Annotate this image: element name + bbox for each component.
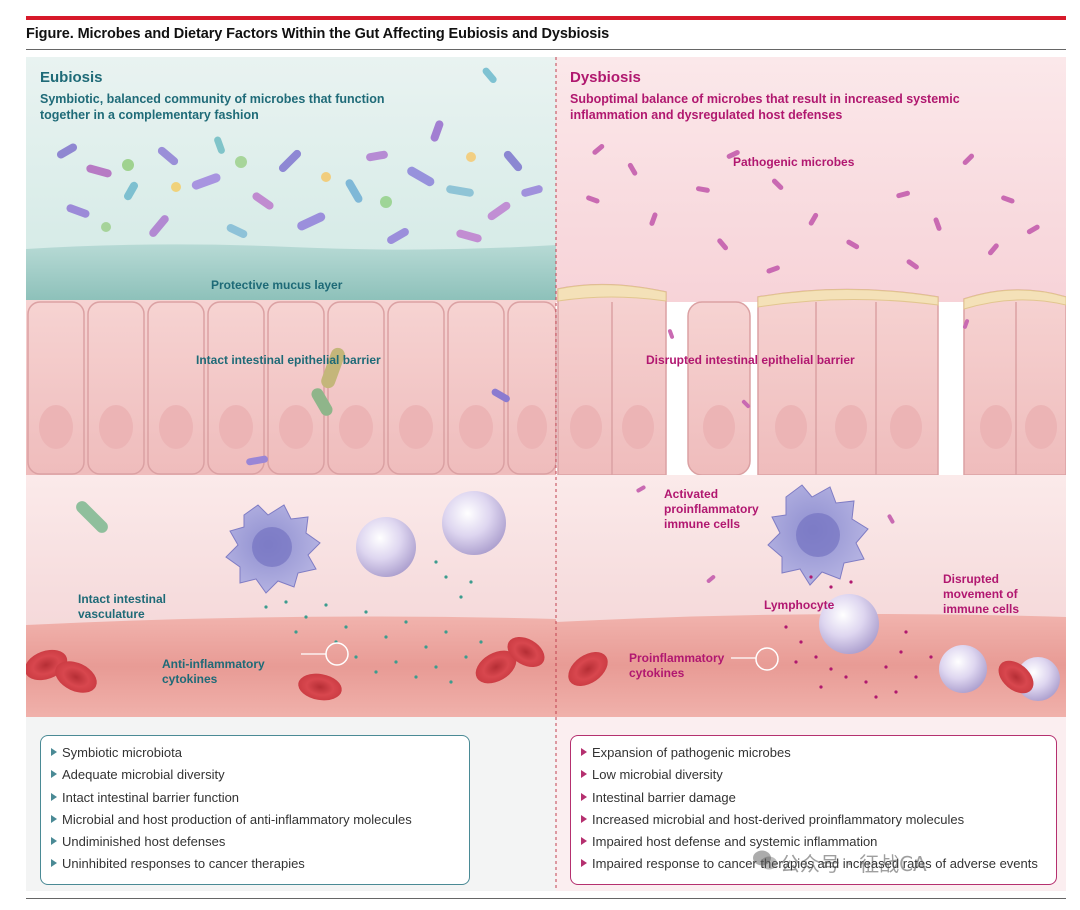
dysbiosis-summary-list: Expansion of pathogenic microbes Low mic… — [581, 742, 1046, 876]
label-lymphocyte: Lymphocyte — [764, 598, 835, 612]
list-item: Low microbial diversity — [581, 764, 1046, 786]
figure-title: Figure. Microbes and Dietary Factors Wit… — [26, 26, 610, 42]
dysbiosis-description-line1: Suboptimal balance of microbes that resu… — [570, 92, 960, 106]
proinflammatory-cytokines — [784, 575, 933, 699]
list-item: Adequate microbial diversity — [51, 764, 459, 786]
label-anti-inflammatory-line2: cytokines — [162, 672, 218, 686]
label-disrupted-barrier: Disrupted intestinal epithelial barrier — [646, 353, 855, 367]
label-activated-line1: Activated — [664, 487, 719, 501]
bullet-triangle-icon — [581, 748, 587, 756]
bullet-triangle-icon — [581, 814, 587, 823]
dysbiosis-description-line2: inflammation and dysregulated host defen… — [570, 108, 843, 122]
eubiosis-red-blood-cells — [26, 636, 545, 701]
eubiosis-description-line1: Symbiotic, balanced community of microbe… — [40, 92, 385, 106]
label-activated-line2: proinflammatory — [664, 502, 759, 516]
dysbiosis-nuclei — [570, 405, 1057, 449]
list-item: Impaired host defense and systemic infla… — [581, 831, 1046, 853]
dysbiosis-red-blood-cells — [568, 651, 1034, 694]
list-item: Increased microbial and host-derived pro… — [581, 809, 1046, 831]
label-movement-line3: immune cells — [943, 602, 1020, 616]
eubiosis-nuclei — [39, 405, 547, 449]
dysbiosis-microbes — [586, 143, 1040, 583]
eubiosis-lymphocyte-2 — [442, 491, 506, 555]
dysbiosis-lymphocyte — [819, 594, 879, 654]
eubiosis-vessel — [26, 616, 556, 717]
list-item: Undiminished host defenses — [51, 831, 459, 853]
eubiosis-mucus-layer — [26, 244, 556, 302]
label-vasculature-line1: Intact intestinal — [78, 592, 167, 606]
label-anti-inflammatory-line1: Anti-inflammatory — [162, 657, 265, 671]
dysbiosis-lumen — [556, 57, 1066, 302]
list-item: Expansion of pathogenic microbes — [581, 742, 1046, 764]
dysbiosis-summary-box: Expansion of pathogenic microbes Low mic… — [570, 735, 1057, 885]
label-movement-line1: Disrupted — [943, 572, 1000, 586]
eubiosis-epithelial-cells — [27, 301, 557, 475]
bullet-triangle-icon — [581, 859, 587, 868]
bullet-triangle-icon — [51, 859, 57, 868]
list-item: Uninhibited responses to cancer therapie… — [51, 853, 459, 875]
watermark-text: 公众号 · 征战CA — [780, 852, 927, 876]
bottom-divider — [26, 898, 1066, 899]
list-item: Intact intestinal barrier function — [51, 787, 459, 809]
label-proinflammatory-line1: Proinflammatory — [629, 651, 725, 665]
eubiosis-lymphocyte-1 — [356, 517, 416, 577]
label-pathogenic-microbes: Pathogenic microbes — [733, 155, 855, 169]
label-activated-line3: immune cells — [664, 517, 741, 531]
dysbiosis-title: Dysbiosis — [570, 69, 641, 86]
bullet-triangle-icon — [51, 770, 57, 779]
label-intact-barrier: Intact intestinal epithelial barrier — [196, 353, 381, 367]
list-item: Impaired response to cancer therapies an… — [581, 853, 1046, 875]
dysbiosis-vessel — [556, 613, 1066, 717]
list-item: Symbiotic microbiota — [51, 742, 459, 764]
bullet-triangle-icon — [51, 814, 57, 823]
eubiosis-microbes — [56, 67, 543, 533]
eubiosis-title: Eubiosis — [40, 69, 103, 86]
dysbiosis-brush-border — [557, 284, 1066, 310]
dysbiosis-macrophage — [767, 484, 869, 586]
title-divider — [26, 49, 1066, 50]
list-item: Microbial and host production of anti-in… — [51, 809, 459, 831]
proinflammatory-callout — [755, 647, 779, 671]
eubiosis-summary-list: Symbiotic microbiota Adequate microbial … — [51, 742, 459, 876]
label-protective-mucus: Protective mucus layer — [211, 278, 343, 292]
bullet-triangle-icon — [581, 837, 587, 846]
bullet-triangle-icon — [51, 748, 57, 756]
top-accent-rule — [26, 16, 1066, 20]
list-item: Intestinal barrier damage — [581, 787, 1046, 809]
bullet-triangle-icon — [581, 770, 587, 779]
bullet-triangle-icon — [581, 792, 587, 801]
wechat-icon — [753, 850, 777, 870]
label-movement-line2: movement of — [943, 587, 1018, 601]
label-proinflammatory-line2: cytokines — [629, 666, 685, 680]
dysbiosis-lymphocyte-vessel-1 — [939, 645, 987, 693]
label-vasculature-line2: vasculature — [78, 607, 145, 621]
eubiosis-description-line2: together in a complementary fashion — [40, 108, 259, 122]
bullet-triangle-icon — [51, 792, 57, 801]
eubiosis-macrophage — [225, 504, 321, 594]
eubiosis-summary-box: Symbiotic microbiota Adequate microbial … — [40, 735, 470, 885]
bullet-triangle-icon — [51, 837, 57, 846]
